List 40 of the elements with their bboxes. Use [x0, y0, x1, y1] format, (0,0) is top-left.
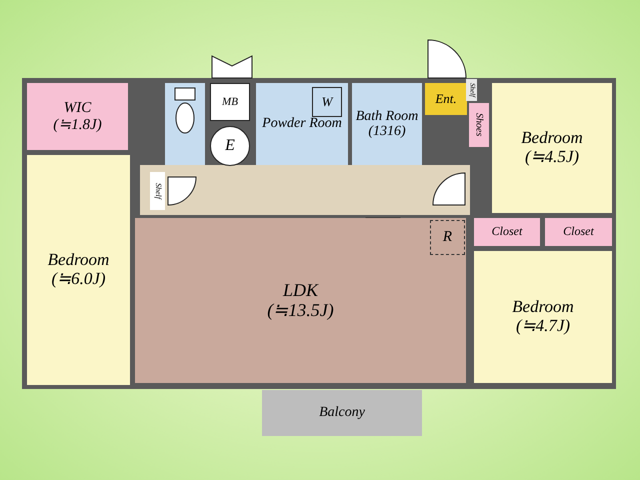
- room-name: Bedroom: [512, 298, 574, 317]
- room-name: Closet: [492, 225, 522, 239]
- balcony-area: [262, 390, 422, 436]
- room-name: Shelf: [153, 183, 162, 199]
- room-name: Balcony: [319, 405, 365, 421]
- room-area: [352, 83, 422, 165]
- closet-area: [27, 83, 128, 150]
- room-name: R: [442, 229, 452, 246]
- appliance-box: [312, 87, 342, 117]
- room-name: Powder Room: [262, 116, 342, 132]
- area-label: (1316): [368, 124, 406, 140]
- shelf-area: [466, 79, 477, 101]
- room-area: [256, 83, 348, 165]
- area-label: (≒4.7J): [516, 317, 570, 336]
- room-name: E: [225, 137, 235, 155]
- fixture-box: [210, 83, 250, 121]
- room-name: LDK: [282, 280, 318, 300]
- room-area: [492, 83, 612, 213]
- room-name: Shoes: [474, 113, 484, 137]
- area-label: (≒4.5J): [524, 148, 580, 167]
- room-name: WIC: [64, 100, 92, 116]
- room-name: Closet: [563, 225, 594, 239]
- shoe-cabinet: [469, 103, 489, 147]
- room-area: [27, 155, 130, 385]
- room-name: Ent.: [435, 92, 457, 106]
- entrance-area: [425, 83, 467, 115]
- room-name: Bath Room: [356, 108, 418, 124]
- shelf-area: [150, 172, 165, 210]
- room-area: [135, 218, 466, 383]
- area-label: (≒6.0J): [51, 270, 106, 289]
- closet-area: [545, 218, 612, 246]
- area-label: (≒1.8J): [53, 116, 102, 133]
- room-name: Bedroom: [48, 251, 110, 270]
- room-name: W: [322, 94, 332, 110]
- room-name: Bedroom: [521, 129, 583, 148]
- area-label: (≒13.5J): [267, 300, 334, 320]
- room-name: MB: [222, 96, 238, 108]
- room-area: [474, 251, 612, 383]
- closet-area: [474, 218, 540, 246]
- fixture-box: [430, 220, 465, 255]
